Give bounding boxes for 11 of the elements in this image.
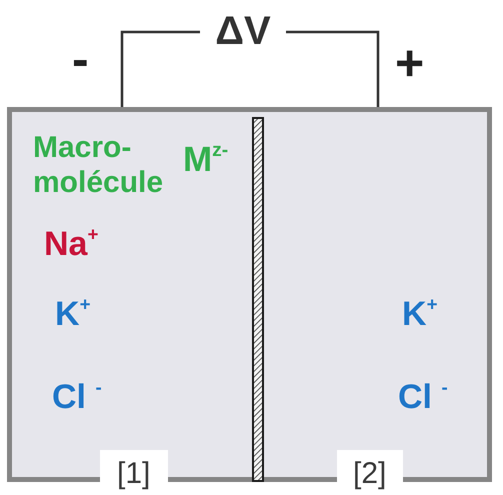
ion-label: K$^{+}$	[55, 297, 90, 331]
polarity-sign: -	[72, 34, 89, 84]
ion-label: Na$^{+}$	[44, 227, 98, 261]
ion-label: Cl $^{-}$	[52, 380, 102, 414]
compartment-number: [2]	[353, 459, 386, 489]
ion-label: M$^{z-}$	[183, 142, 228, 177]
compartment-number: [1]	[117, 459, 150, 489]
molecule-label: Macro- molécule	[33, 130, 164, 200]
polarity-sign: +	[395, 38, 424, 88]
ion-label: Cl $^{-}$	[398, 380, 448, 414]
ion-label: K$^{+}$	[402, 297, 438, 331]
